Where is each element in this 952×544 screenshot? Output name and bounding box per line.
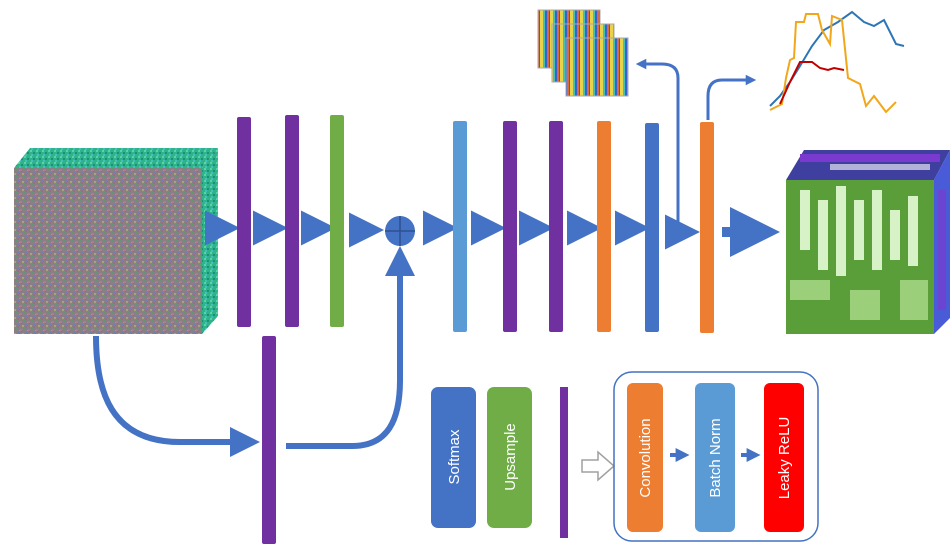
legend-upsample-label: Upsample	[502, 423, 519, 491]
conv-block-legend: Convolution Batch Norm Leaky ReLU	[613, 371, 819, 542]
main-flow-arrows	[205, 207, 780, 257]
feature-maps-arrow	[635, 58, 680, 226]
legend-softmax: Softmax	[431, 387, 476, 528]
output-cube-icon	[786, 150, 950, 334]
legend-softmax-label: Softmax	[446, 429, 463, 485]
legend-batch-norm-label: Batch Norm	[707, 418, 724, 497]
layer-bar-2	[285, 115, 299, 327]
input-noise-cube-icon	[14, 148, 218, 334]
circle-plus-icon	[385, 216, 415, 246]
layer-bar-9	[700, 122, 714, 333]
skip-layer-bar	[262, 336, 276, 544]
line-plot-icon	[764, 6, 906, 114]
layer-bar-3	[330, 115, 344, 327]
legend-convolution-label: Convolution	[637, 418, 654, 497]
legend-layer-bar	[560, 387, 568, 538]
layer-bar-8	[645, 123, 659, 332]
hollow-arrow-icon	[581, 450, 616, 482]
feature-maps-icon	[537, 9, 629, 97]
skip-connection-arrows	[93, 246, 415, 457]
layer-bar-5	[503, 121, 517, 332]
legend-upsample: Upsample	[487, 387, 532, 528]
layer-bar-6	[549, 121, 563, 332]
layer-bar-7	[597, 121, 611, 332]
legend-leaky-relu-label: Leaky ReLU	[776, 417, 793, 500]
layer-bar-4	[453, 121, 467, 332]
layer-bar-1	[237, 117, 251, 327]
spectra-plot-arrow	[706, 74, 757, 120]
